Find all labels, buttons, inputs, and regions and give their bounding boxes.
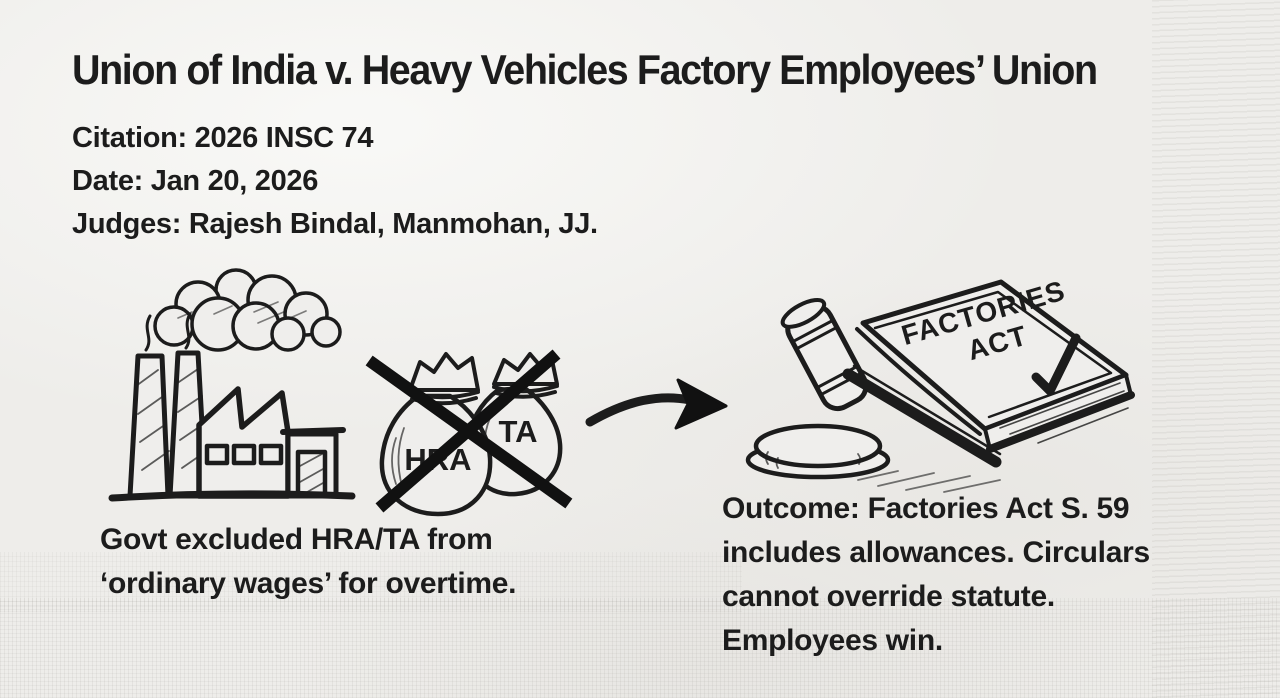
money-bags-icon: TA HRA <box>365 349 573 517</box>
gavel-handle <box>842 368 1002 468</box>
caption-right-line4: Employees win. <box>722 624 943 657</box>
factory-annex <box>280 427 346 499</box>
chimneys <box>127 350 209 499</box>
napkin-ribbed-texture <box>1152 0 1280 698</box>
case-meta: Citation: 2026 INSC 74 Date: Jan 20, 202… <box>72 117 598 246</box>
factory-icon <box>108 268 356 502</box>
caption-left-line1: Govt excluded HRA/TA from <box>100 523 493 556</box>
factory-building <box>196 386 291 499</box>
caption-right-line3: cannot override statute. <box>722 580 1055 613</box>
bag-ta-label: TA <box>498 414 537 449</box>
checkmark-icon <box>1031 333 1081 396</box>
smoke-wisps <box>144 312 192 352</box>
caption-left: Govt excluded HRA/TA from ‘ordinary wage… <box>100 518 516 606</box>
factory-windows <box>204 443 284 466</box>
gavel-icon <box>745 297 1002 493</box>
book-icon: FACTORIES ACT <box>855 276 1135 453</box>
gavel-book-icon: FACTORIES ACT <box>745 276 1135 493</box>
arrow-right-icon <box>585 378 728 430</box>
case-title: Union of India v. Heavy Vehicles Factory… <box>72 46 1098 93</box>
cross-out-x-icon <box>365 349 573 513</box>
smoke-clouds <box>153 268 342 352</box>
caption-left-line2: ‘ordinary wages’ for overtime. <box>100 567 517 600</box>
case-date: Date: Jan 20, 2026 <box>72 165 319 197</box>
caption-right-line2: includes allowances. Circulars <box>722 536 1150 569</box>
case-judges: Judges: Rajesh Bindal, Manmohan, JJ. <box>72 208 598 240</box>
ground-line <box>108 490 356 502</box>
caption-right-line1: Outcome: Factories Act S. 59 <box>722 492 1130 525</box>
case-citation: Citation: 2026 INSC 74 <box>72 122 374 154</box>
caption-right: Outcome: Factories Act S. 59 includes al… <box>722 487 1150 663</box>
